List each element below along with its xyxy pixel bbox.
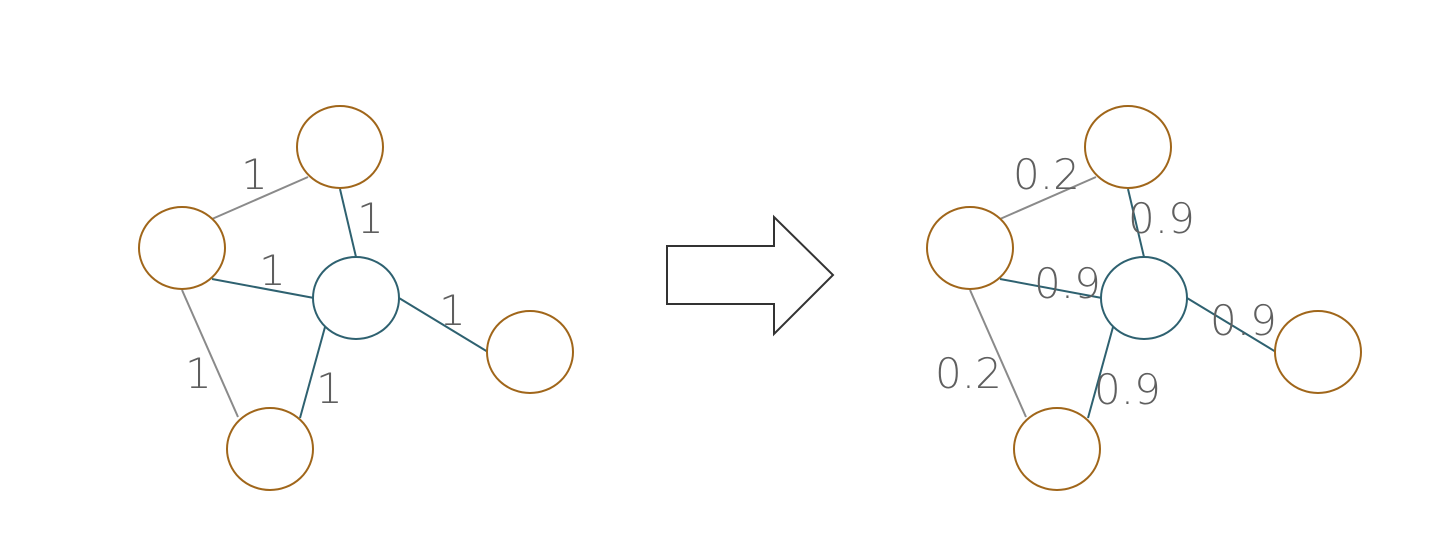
- right-weight-center-bottom: 0.9: [1094, 365, 1161, 414]
- right-weight-left-center: 0.9: [1034, 259, 1101, 308]
- right-edge-top-center: [1127, 188, 1145, 258]
- left-weight-top-left: 1: [241, 150, 268, 199]
- right-edge-center-right: [1186, 297, 1277, 353]
- left-weight-center-right: 1: [439, 286, 466, 335]
- right-weight-top-center: 0.9: [1128, 194, 1195, 243]
- left-node-center: [312, 256, 400, 340]
- left-weight-center-bottom: 1: [316, 364, 343, 413]
- left-edge-top-center: [339, 188, 357, 258]
- right-graph: 0.2 0.9 0.9 0.9 0.2 0.9: [926, 105, 1362, 491]
- left-edge-left-center: [211, 278, 315, 299]
- left-node-top: [296, 105, 384, 189]
- right-edge-center-bottom: [1087, 326, 1114, 419]
- right-node-bottom: [1013, 407, 1101, 491]
- left-edge-center-right: [398, 297, 489, 353]
- left-node-left: [138, 206, 226, 290]
- right-edge-left-center: [999, 278, 1103, 299]
- left-edge-top-left: [211, 176, 309, 220]
- right-edge-left-bottom: [969, 289, 1027, 418]
- left-edge-center-bottom: [299, 326, 326, 419]
- left-weight-left-bottom: 1: [185, 349, 212, 398]
- right-node-top: [1084, 105, 1172, 189]
- right-node-center: [1100, 256, 1188, 340]
- left-node-bottom: [226, 407, 314, 491]
- left-edge-left-bottom: [181, 289, 239, 418]
- right-weight-top-left: 0.2: [1013, 150, 1080, 199]
- right-edge-top-left: [999, 176, 1097, 220]
- right-node-left: [926, 206, 1014, 290]
- left-weight-left-center: 1: [259, 246, 286, 295]
- right-node-right: [1274, 310, 1362, 394]
- left-weight-top-center: 1: [357, 194, 384, 243]
- right-weight-left-bottom: 0.2: [935, 349, 1002, 398]
- left-node-right: [486, 310, 574, 394]
- right-weight-center-right: 0.9: [1210, 296, 1277, 345]
- left-graph: 1 1 1 1 1 1: [138, 105, 574, 491]
- transform-arrow: [666, 214, 835, 337]
